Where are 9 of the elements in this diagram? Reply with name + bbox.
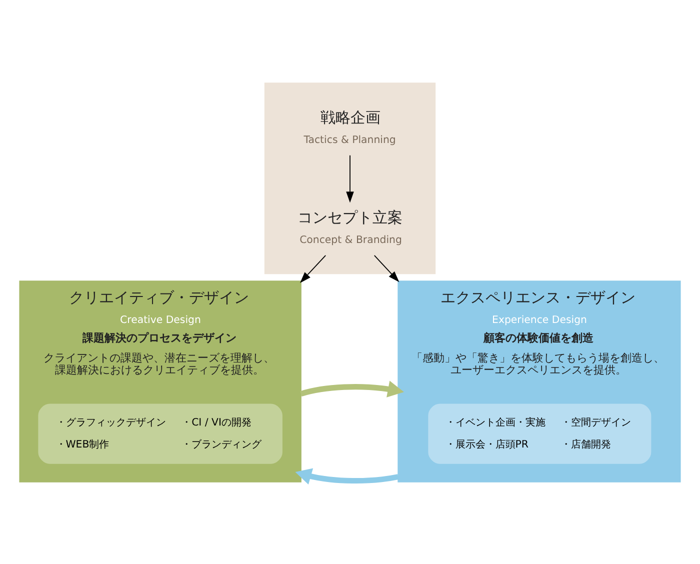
arrow [374, 254, 400, 282]
arrow [346, 154, 354, 202]
arrow [300, 254, 326, 282]
node-text: コンセプト立案 Concept & Branding [297, 209, 402, 246]
node-box: ・イベント企画・実施 ・空間デザイン ・展示会・店頭PR ・店舗開発 [428, 403, 652, 464]
arrow [300, 380, 404, 397]
node-box: ・グラフィックデザイン ・CI / VIの開発 ・WEB制作 ・ブランディング [38, 403, 282, 464]
arrow [295, 468, 399, 484]
node-text: 戦略企画 Tactics & Planning [304, 109, 396, 146]
